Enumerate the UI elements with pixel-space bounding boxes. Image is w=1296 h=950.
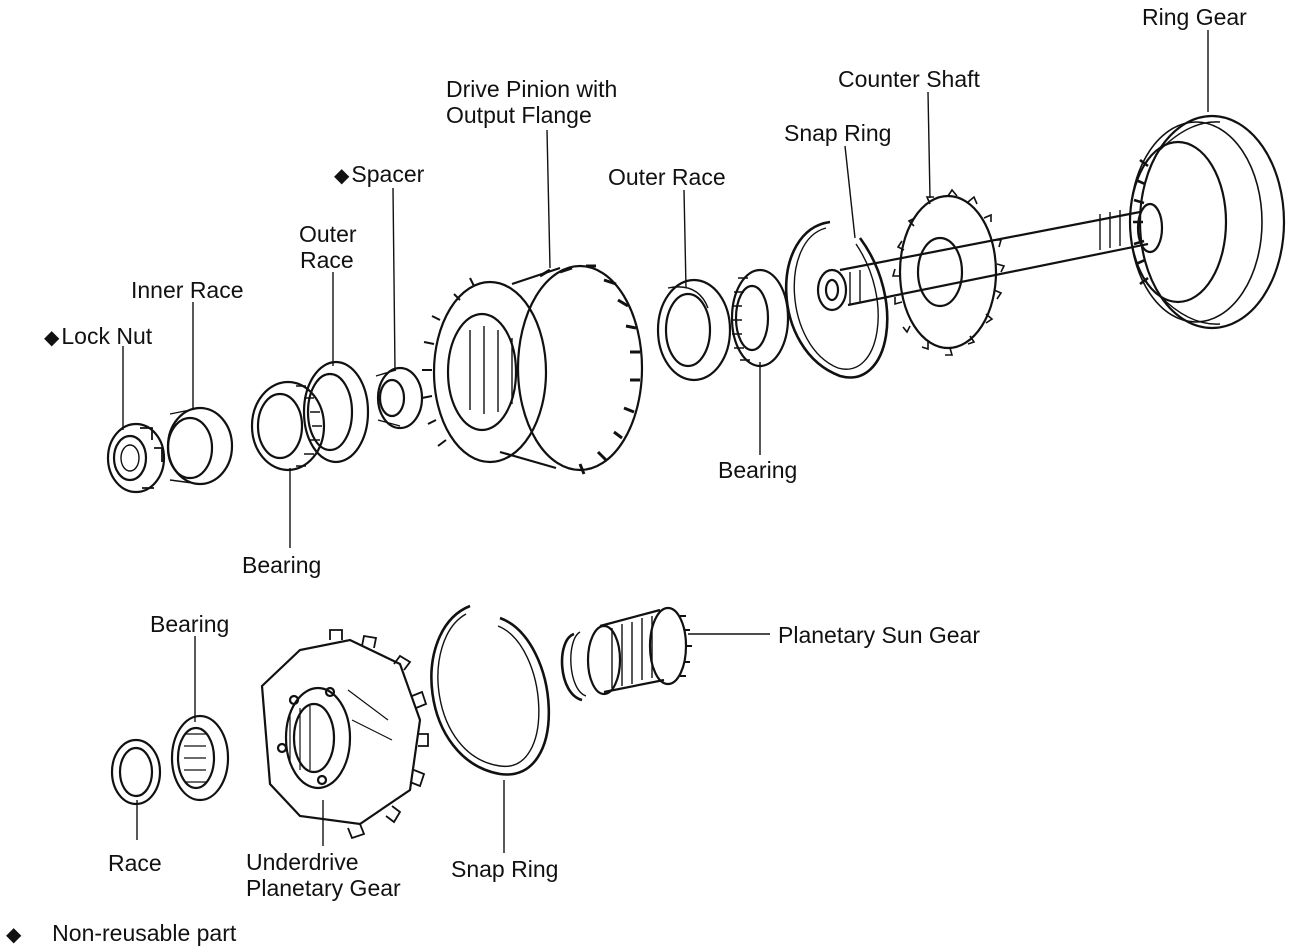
label-underdrive-planetary-gear: Underdrive Planetary Gear [246, 849, 401, 901]
label-counter-shaft: Counter Shaft [838, 66, 980, 92]
non-reusable-diamond-icon: ◆ [334, 165, 350, 187]
lock-nut [106, 422, 166, 494]
label-outer-race-left-line2: Race [300, 247, 354, 273]
label-underdrive-line1: Underdrive [246, 849, 359, 875]
label-outer-race-left: Outer Race [299, 221, 357, 273]
label-ring-gear: Ring Gear [1142, 4, 1247, 30]
label-outer-race-right: Outer Race [608, 164, 726, 190]
label-underdrive-line2: Planetary Gear [246, 875, 401, 901]
legend-diamond-icon: ◆ [6, 924, 22, 946]
legend-text: Non-reusable part [52, 920, 237, 946]
label-race: Race [108, 850, 162, 876]
counter-shaft [816, 188, 1164, 356]
label-spacer: ◆Spacer [334, 161, 424, 189]
bearing-bottom [170, 714, 230, 802]
label-bearing-top-left: Bearing [242, 552, 322, 578]
label-inner-race: Inner Race [131, 277, 244, 303]
spacer [375, 366, 424, 430]
underdrive-planetary-gear [260, 629, 429, 840]
ring-gear [1128, 114, 1286, 330]
drive-pinion [421, 264, 644, 475]
leader-lines [122, 30, 1209, 853]
label-outer-race-left-line1: Outer [299, 221, 357, 247]
label-spacer-text: Spacer [351, 161, 425, 187]
legend: ◆ Non-reusable part [6, 920, 236, 948]
label-bearing-top-right: Bearing [718, 457, 798, 483]
outer-race-left [302, 360, 370, 464]
planetary-sun-gear [560, 606, 692, 702]
label-bearing-bottom: Bearing [150, 611, 230, 637]
label-lock-nut: ◆Lock Nut [44, 323, 152, 351]
label-drive-pinion-line1: Drive Pinion with [446, 76, 618, 102]
non-reusable-diamond-icon: ◆ [44, 327, 60, 349]
snap-ring-bottom [430, 604, 551, 776]
bearing-top-right [730, 268, 790, 368]
snap-ring-top [784, 220, 889, 379]
label-lock-nut-text: Lock Nut [61, 323, 153, 349]
label-drive-pinion-line2: Output Flange [446, 102, 592, 128]
label-snap-ring-bottom: Snap Ring [451, 856, 559, 882]
label-snap-ring-top: Snap Ring [784, 120, 892, 146]
bearing-top-left [250, 380, 326, 472]
race [110, 738, 162, 806]
inner-race [166, 406, 234, 486]
outer-race-right [656, 278, 732, 382]
label-drive-pinion: Drive Pinion with Output Flange [446, 76, 617, 128]
label-planetary-sun-gear: Planetary Sun Gear [778, 622, 981, 648]
